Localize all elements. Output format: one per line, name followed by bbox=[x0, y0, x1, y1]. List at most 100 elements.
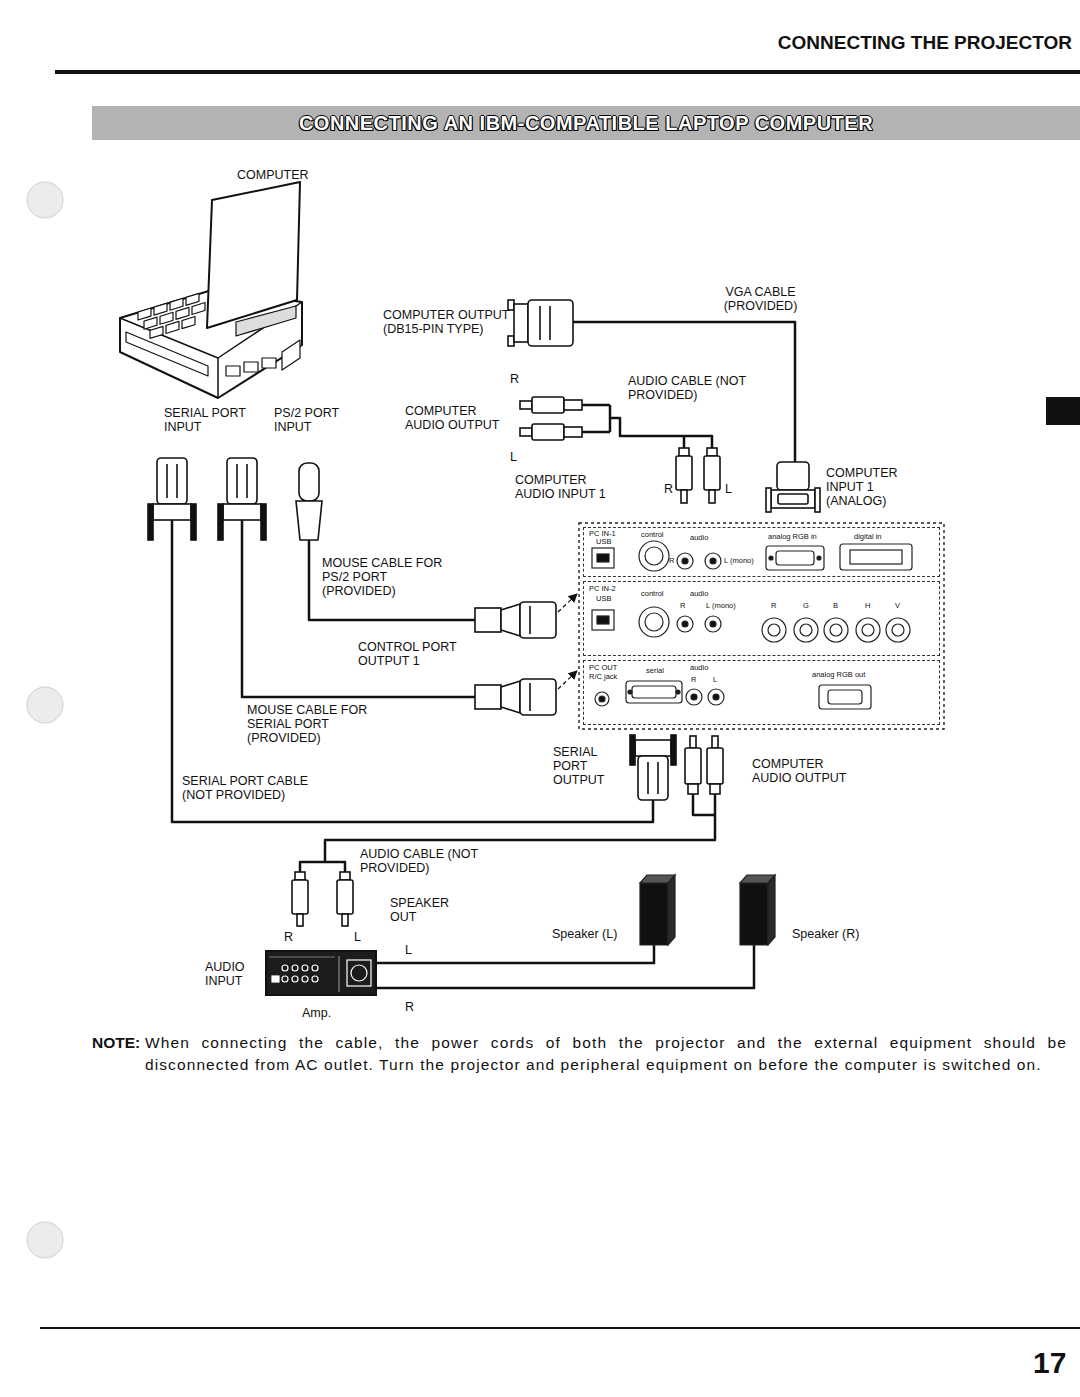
plug-hood bbox=[528, 300, 573, 346]
key bbox=[182, 317, 195, 329]
connector-label: AUDIO INPUT bbox=[205, 960, 257, 988]
connector-label: COMPUTER OUTPUT (DB15-PIN TYPE) bbox=[383, 308, 515, 336]
port-label: PC IN-1 bbox=[589, 530, 616, 538]
laptop-lid bbox=[207, 182, 300, 328]
cable-label: MOUSE CABLE FOR PS/2 PORT (PROVIDED) bbox=[322, 556, 462, 598]
rca-tip bbox=[712, 736, 718, 748]
panel-symbol bbox=[597, 554, 609, 562]
panel-symbol bbox=[668, 875, 675, 945]
plug-rib bbox=[647, 762, 649, 794]
rca-tip bbox=[709, 490, 715, 503]
key bbox=[170, 298, 183, 310]
device-label: COMPUTER bbox=[237, 168, 309, 182]
key bbox=[154, 303, 167, 315]
jack-symbol bbox=[794, 618, 818, 642]
port-label: USB bbox=[596, 595, 611, 603]
connector-label: COMPUTER AUDIO OUTPUT bbox=[405, 404, 507, 432]
punch-hole bbox=[27, 182, 63, 218]
plug-hood bbox=[638, 756, 668, 800]
cable-label: AUDIO CABLE (NOT PROVIDED) bbox=[628, 374, 746, 402]
mini-din-plug bbox=[475, 679, 556, 715]
connector-label: COMPUTER INPUT 1 (ANALOG) bbox=[826, 466, 904, 508]
port-label: G bbox=[803, 602, 809, 610]
jack-symbol bbox=[713, 694, 719, 700]
key bbox=[150, 326, 163, 338]
jack-symbol bbox=[595, 692, 609, 706]
plug-rib bbox=[529, 683, 531, 711]
rca-plugs-down bbox=[676, 448, 720, 503]
panel-symbol bbox=[850, 550, 902, 564]
panel-symbol bbox=[272, 976, 279, 982]
jack-symbol bbox=[830, 624, 842, 636]
panel-symbol bbox=[626, 681, 682, 703]
plug-screw bbox=[508, 336, 514, 346]
jack-symbol bbox=[768, 624, 780, 636]
jack-symbol bbox=[639, 541, 669, 571]
port-label: R/C jack bbox=[589, 673, 617, 681]
panel-symbol bbox=[269, 956, 335, 957]
plug-head bbox=[520, 602, 556, 638]
rca-tip bbox=[520, 401, 532, 409]
jack-symbol bbox=[710, 621, 716, 627]
jack-symbol bbox=[639, 607, 669, 637]
plug-head bbox=[299, 463, 319, 501]
jack-symbol bbox=[686, 689, 702, 705]
plug-relief bbox=[475, 608, 501, 632]
ps2-plug bbox=[296, 463, 322, 540]
footer-rule bbox=[40, 1327, 1080, 1329]
plug-shell bbox=[223, 504, 261, 520]
panel-symbol bbox=[347, 960, 371, 986]
punch-hole bbox=[27, 1222, 63, 1258]
device-label: Speaker (R) bbox=[792, 927, 859, 941]
jack-symbol bbox=[708, 689, 724, 705]
page-number: 17 bbox=[1033, 1346, 1066, 1380]
port-label: R bbox=[771, 602, 776, 610]
node-graphic bbox=[584, 582, 941, 657]
rca-body bbox=[707, 748, 723, 784]
panel-symbol bbox=[740, 883, 768, 945]
cable-label: VGA CABLE (PROVIDED) bbox=[718, 285, 803, 313]
plug-neck bbox=[501, 604, 520, 636]
port-label: serial bbox=[646, 667, 664, 675]
node-graphic bbox=[267, 952, 379, 998]
device-label: Speaker (L) bbox=[552, 927, 617, 941]
drive-slot bbox=[126, 332, 208, 376]
plug-relief bbox=[475, 685, 501, 709]
jack-symbol bbox=[628, 690, 632, 694]
jack-symbol bbox=[762, 618, 786, 642]
port-label: R bbox=[691, 676, 696, 684]
section-heading: CONNECTING AN IBM-COMPATIBLE LAPTOP COMP… bbox=[92, 106, 1080, 140]
cable-label: SERIAL PORT CABLE (NOT PROVIDED) bbox=[182, 774, 322, 802]
port-label: USB bbox=[596, 538, 611, 546]
port-label: R bbox=[669, 557, 674, 565]
port-label: PC OUT bbox=[589, 664, 617, 672]
mini-din-plug bbox=[475, 602, 556, 638]
panel-symbol bbox=[338, 956, 339, 992]
jack-symbol bbox=[312, 976, 318, 982]
jack-symbol bbox=[645, 613, 663, 631]
rca-sleeve bbox=[707, 448, 717, 456]
jack-symbol bbox=[886, 618, 910, 642]
rca-tip bbox=[297, 914, 303, 926]
rca-sleeve bbox=[295, 872, 305, 880]
plug-rib bbox=[246, 464, 248, 498]
db15-plug bbox=[508, 300, 573, 346]
panel-symbol bbox=[597, 616, 609, 624]
channel-label: L bbox=[725, 482, 732, 496]
plug-shell bbox=[514, 304, 528, 342]
plug-shell bbox=[771, 490, 815, 508]
channel-label: L bbox=[354, 930, 361, 944]
note-text: When connecting the cable, the power cor… bbox=[145, 1032, 1067, 1076]
jack-symbol bbox=[302, 965, 308, 971]
rca-plugs-amp bbox=[292, 872, 353, 926]
projector-panel bbox=[579, 523, 944, 729]
rca-sleeve bbox=[710, 784, 720, 794]
device-label: Amp. bbox=[302, 1006, 331, 1020]
port-label: control bbox=[641, 590, 664, 598]
laptop-port bbox=[226, 366, 240, 376]
connector-label: COMPUTER AUDIO INPUT 1 bbox=[515, 473, 617, 501]
panel-symbol bbox=[768, 875, 775, 945]
jack-symbol bbox=[892, 624, 904, 636]
jack-symbol bbox=[705, 553, 721, 569]
cable-label: AUDIO CABLE (NOT PROVIDED) bbox=[360, 847, 478, 875]
